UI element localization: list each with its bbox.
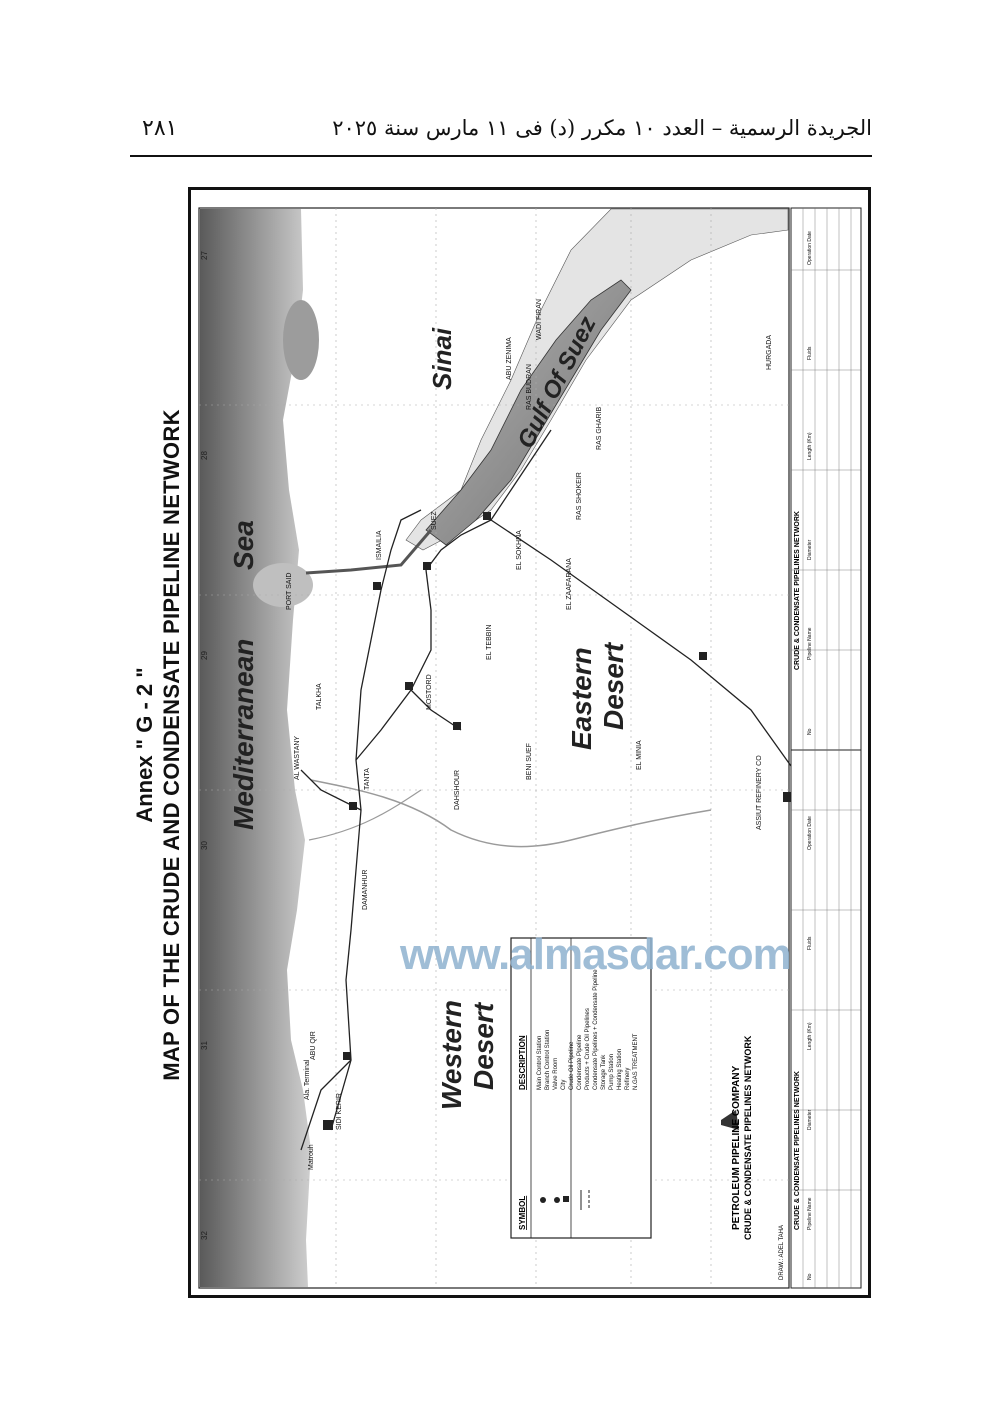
- svg-text:Crude Oil Pipeline: Crude Oil Pipeline: [569, 1041, 575, 1090]
- svg-text:Pipeline Name: Pipeline Name: [807, 627, 813, 660]
- place-ismailia: ISMAILIA: [376, 530, 383, 560]
- gazette-title: الجريدة الرسمية – العدد ١٠ مكرر (د) فى ١…: [332, 116, 872, 140]
- svg-text:Branch Control Station: Branch Control Station: [545, 1030, 551, 1090]
- header-rule: [130, 155, 872, 157]
- svg-text:Valve Room: Valve Room: [553, 1058, 559, 1090]
- legend-description-header: DESCRIPTION: [518, 1035, 527, 1090]
- svg-text:Diameter: Diameter: [807, 539, 813, 560]
- svg-text:Western: Western: [436, 1000, 467, 1110]
- svg-text:Refinery: Refinery: [625, 1068, 631, 1090]
- svg-text:Mediterranean: Mediterranean: [228, 639, 259, 830]
- label-sinai: Sinai: [427, 327, 457, 390]
- pipeline-tables: CRUDE & CONDENSATE PIPELINES NETWORK CRU…: [790, 207, 862, 1289]
- place-ras-shokeir: RAS SHOKEIR: [576, 472, 583, 520]
- svg-text:Desert: Desert: [468, 1001, 499, 1090]
- lake: [283, 300, 319, 380]
- nile-branch: [308, 789, 422, 841]
- place-port-said: PORT SAID: [286, 573, 293, 610]
- place-abu-qir: ABU QIR: [310, 1031, 317, 1060]
- svg-text:Sea: Sea: [228, 520, 259, 570]
- suez-canal: [305, 529, 433, 575]
- gulf-of-suez: [425, 279, 632, 546]
- place-tanta: TANTA: [364, 768, 371, 790]
- svg-text:Sinai: Sinai: [427, 327, 457, 390]
- svg-text:No: No: [807, 1273, 813, 1280]
- svg-text:27: 27: [200, 251, 209, 260]
- svg-text:Length (Km): Length (Km): [807, 432, 813, 460]
- graticule: [199, 208, 789, 1288]
- watermark: www.almasdar.com: [400, 930, 792, 979]
- svg-text:Diameter: Diameter: [807, 1109, 813, 1130]
- svg-text:29: 29: [200, 651, 209, 660]
- svg-text:City: City: [561, 1080, 567, 1090]
- legend: SYMBOL DESCRIPTION Main Control Station …: [510, 937, 652, 1239]
- place-zaafarana: EL ZAAFARANA: [566, 558, 573, 610]
- svg-text:Storage Tank: Storage Tank: [601, 1054, 607, 1090]
- place-talkha: TALKHA: [316, 683, 323, 710]
- place-labels: Matrouh Ala. Terminal SIDI KERIR ABU QIR…: [286, 299, 773, 1170]
- svg-text:No: No: [807, 728, 813, 735]
- place-ras-gharib: RAS GHARIB: [596, 406, 603, 450]
- latitude-labels: 32 31 30 29 28 27: [200, 251, 209, 1240]
- svg-text:Eastern: Eastern: [566, 647, 597, 750]
- stations: [323, 512, 793, 1130]
- mediterranean-sea: [200, 209, 311, 1287]
- table-title-left: CRUDE & CONDENSATE PIPELINES NETWORK: [794, 1071, 801, 1230]
- svg-text:Products + Crude Oil Pipelines: Products + Crude Oil Pipelines: [585, 1008, 591, 1090]
- company-name: PETROLEUM PIPELINE COMPANY: [731, 1065, 742, 1230]
- gazette-header: ٢٨١ الجريدة الرسمية – العدد ١٠ مكرر (د) …: [130, 112, 872, 152]
- place-el-sokhna: EL SOKHNA: [516, 530, 523, 570]
- svg-text:Fluids: Fluids: [807, 936, 813, 950]
- label-eastern-desert: Eastern Desert: [566, 641, 629, 750]
- place-assiut: ASSIUT REFINERY CO: [756, 755, 763, 830]
- company-block: PETROLEUM PIPELINE COMPANY CRUDE & CONDE…: [721, 1035, 785, 1280]
- place-el-shorouk: DAHSHOUR: [454, 770, 461, 810]
- nile-river: [310, 779, 712, 848]
- place-alamein: Ala. Terminal: [304, 1059, 311, 1100]
- place-suez: SUEZ: [431, 511, 438, 530]
- svg-text:Condensate Pipeline: Condensate Pipeline: [577, 1034, 583, 1090]
- map-frame: Mediterranean Sea Sinai Gulf Of Suez Wes…: [188, 187, 871, 1298]
- svg-text:Operation Date: Operation Date: [807, 816, 813, 850]
- place-mostorod: MOSTORD: [426, 674, 433, 710]
- svg-text:Operation Date: Operation Date: [807, 231, 813, 265]
- place-abu-rudeis: ABU ZENIMA: [506, 337, 513, 380]
- place-el-tebbin: EL TEBBIN: [486, 625, 493, 660]
- legend-symbol-header: SYMBOL: [518, 1196, 527, 1230]
- table-title-right: CRUDE & CONDENSATE PIPELINES NETWORK: [794, 511, 801, 670]
- place-el-mina: EL MINIA: [636, 740, 643, 770]
- place-wadi-feiran: WADI FIRAN: [536, 299, 543, 340]
- svg-text:Pump Station: Pump Station: [609, 1054, 615, 1090]
- page-number: ٢٨١: [142, 116, 178, 141]
- svg-text:30: 30: [200, 841, 209, 850]
- svg-text:Main Control Station: Main Control Station: [537, 1036, 543, 1090]
- lake-manzala: [253, 563, 313, 607]
- svg-text:Fluids: Fluids: [807, 346, 813, 360]
- svg-text:Condensate Pipelines + Condens: Condensate Pipelines + Condensate Pipeli…: [593, 969, 599, 1090]
- drawn-by: DRAW.: ADEL TAHA: [779, 1225, 785, 1280]
- pipeline-map: Mediterranean Sea Sinai Gulf Of Suez Wes…: [198, 207, 862, 1289]
- place-matruh: Matrouh: [308, 1144, 315, 1170]
- place-sidi-kerir: SIDI KERIR: [336, 1093, 343, 1130]
- place-beni-suef: BENI SUEF: [526, 743, 533, 780]
- svg-text:Heating Station: Heating Station: [617, 1049, 623, 1090]
- svg-text:Pipeline Name: Pipeline Name: [807, 1197, 813, 1230]
- place-el-wastany: AL WASTANY: [294, 736, 301, 780]
- place-ras-budran: RAS BUDRAN: [526, 364, 533, 410]
- svg-text:Length (Km): Length (Km): [807, 1022, 813, 1050]
- svg-text:31: 31: [200, 1041, 209, 1050]
- label-mediterranean: Mediterranean Sea: [228, 520, 259, 830]
- svg-text:Desert: Desert: [598, 641, 629, 730]
- label-western-desert: Western Desert: [436, 1000, 499, 1110]
- svg-text:28: 28: [200, 451, 209, 460]
- annex-label: Annex " G - 2 ": [132, 667, 157, 823]
- svg-text:32: 32: [200, 1231, 209, 1240]
- map-title: MAP OF THE CRUDE AND CONDENSATE PIPELINE…: [159, 409, 184, 1081]
- place-damanhur: DAMANHUR: [362, 870, 369, 910]
- svg-text:N.GAS TREATMENT: N.GAS TREATMENT: [633, 1033, 639, 1090]
- place-hurghada: HURGADA: [766, 335, 773, 370]
- company-subtitle: CRUDE & CONDENSATE PIPELINES NETWORK: [743, 1035, 753, 1240]
